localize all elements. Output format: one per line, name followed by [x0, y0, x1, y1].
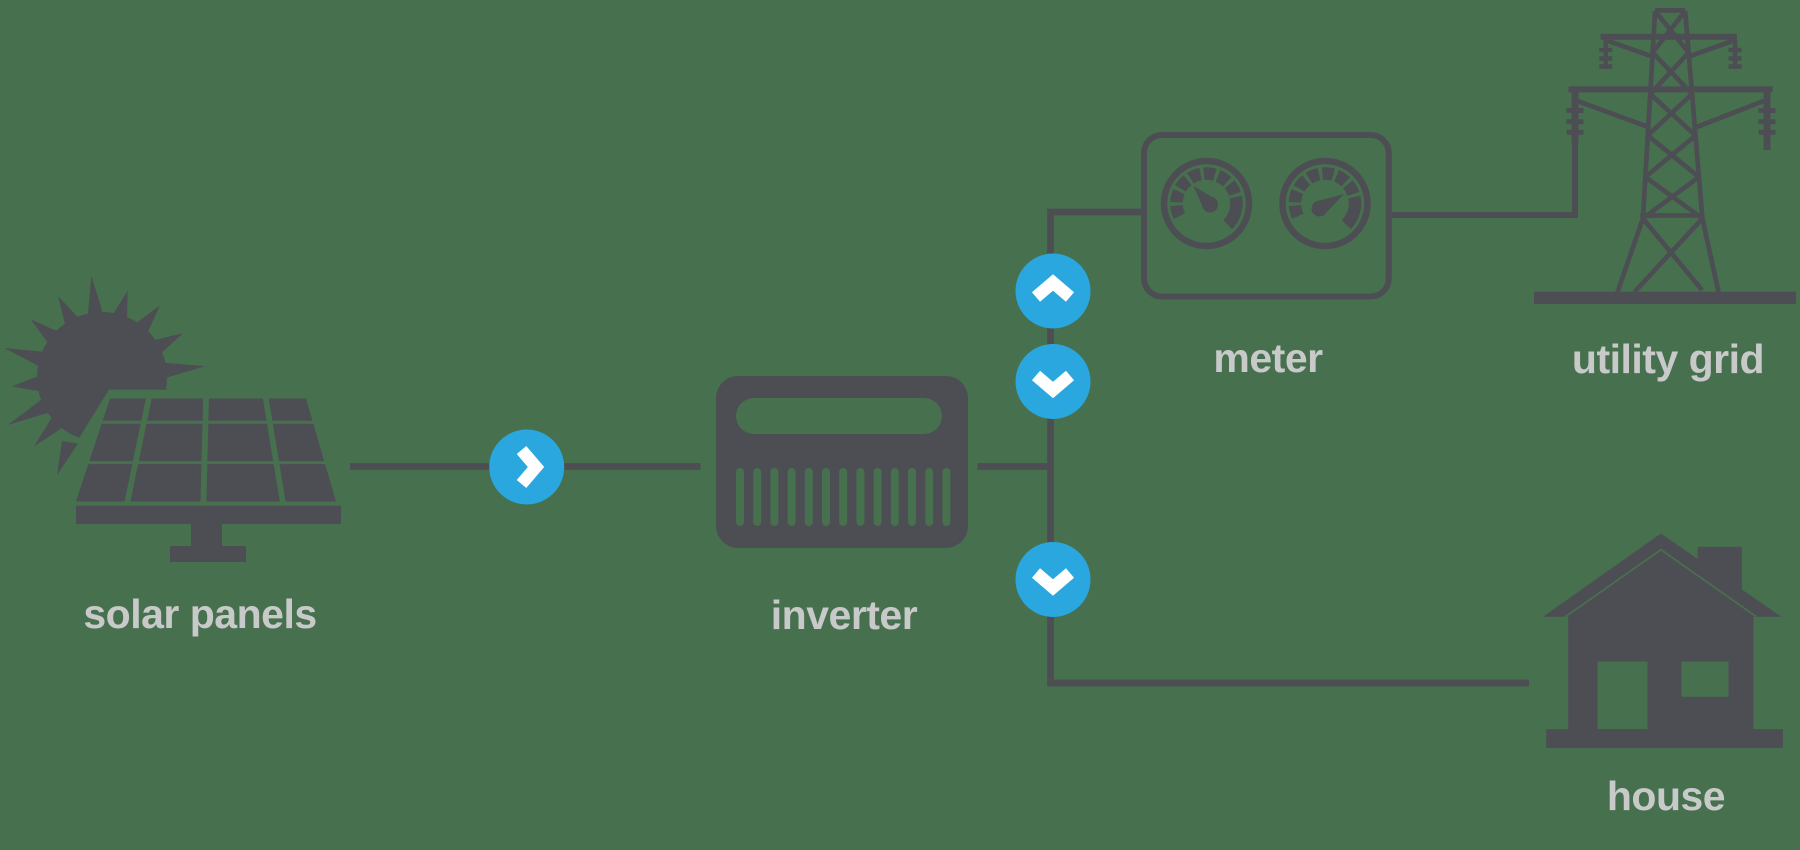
- svg-text:solar panels: solar panels: [83, 591, 316, 637]
- svg-text:inverter: inverter: [771, 592, 918, 638]
- svg-text:utility grid: utility grid: [1572, 336, 1764, 382]
- svg-text:house: house: [1607, 773, 1725, 819]
- svg-text:meter: meter: [1213, 335, 1323, 381]
